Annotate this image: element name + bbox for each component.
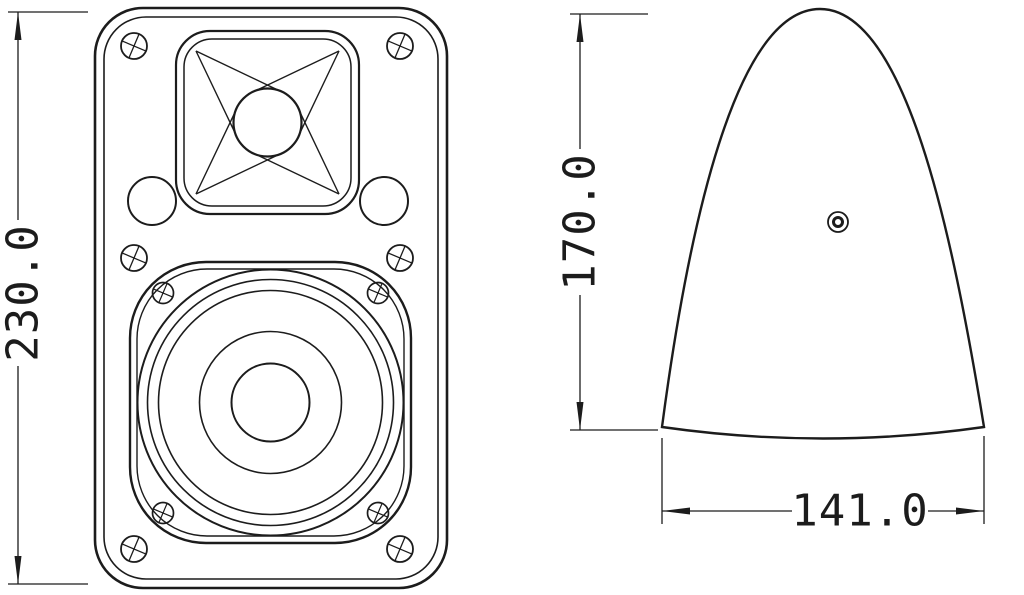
screw — [116, 28, 152, 64]
arrowhead-right — [956, 507, 984, 515]
cabinet-inner-outline — [103, 16, 439, 580]
front-view — [93, 6, 449, 590]
screw — [382, 531, 418, 567]
front-height-label: 230.0 — [0, 224, 49, 361]
screw — [382, 240, 418, 276]
port-left — [127, 176, 177, 226]
horn-flare-line — [195, 50, 283, 93]
arrowhead-up — [14, 12, 22, 40]
woofer — [128, 260, 413, 545]
horn-flare-line — [195, 50, 238, 138]
woofer-surround-inner — [157, 289, 384, 516]
dimension-side-width: 141.0 — [661, 436, 985, 537]
horn-flare-line — [297, 50, 340, 138]
dimension-side-height: 170.0 — [555, 13, 658, 431]
arrowhead-left — [662, 507, 690, 515]
horn-flare-line — [252, 152, 340, 195]
arrowhead-up — [576, 14, 584, 42]
woofer-surround-outer — [146, 278, 395, 527]
woofer-gasket-ring — [136, 268, 405, 537]
screw — [382, 28, 418, 64]
arrowhead-down — [576, 402, 584, 430]
horn-flare-line — [195, 107, 238, 195]
tweeter-outer-frame — [174, 29, 361, 216]
woofer-cone-ring — [198, 330, 343, 475]
woofer-dust-cap — [230, 362, 311, 443]
tweeter-horn-flares — [195, 50, 340, 195]
horn-flare-line — [195, 152, 283, 195]
tweeter-throat — [232, 87, 303, 158]
tweeter-inner-frame — [183, 38, 352, 207]
mounting-hole-outer — [827, 211, 849, 233]
arrowhead-down — [14, 556, 22, 584]
side-profile-outline — [660, 7, 986, 440]
screw — [116, 531, 152, 567]
cabinet-outer-outline — [93, 6, 449, 590]
horn-flare-line — [252, 50, 340, 93]
dimension-text-mask — [0, 220, 47, 366]
woofer-outer-frame — [128, 260, 413, 545]
horn-flare-line — [297, 107, 340, 195]
mounting-hole-inner — [832, 216, 844, 228]
dimension-front-height: 230.0 — [0, 11, 88, 585]
side-height-label: 170.0 — [555, 153, 606, 290]
side-width-label: 141.0 — [791, 486, 928, 537]
side-view — [660, 7, 986, 440]
dimension-text-mask — [792, 488, 928, 534]
tweeter — [174, 29, 361, 216]
screw — [116, 240, 152, 276]
dimension-text-mask — [557, 149, 604, 295]
port-right — [359, 176, 409, 226]
